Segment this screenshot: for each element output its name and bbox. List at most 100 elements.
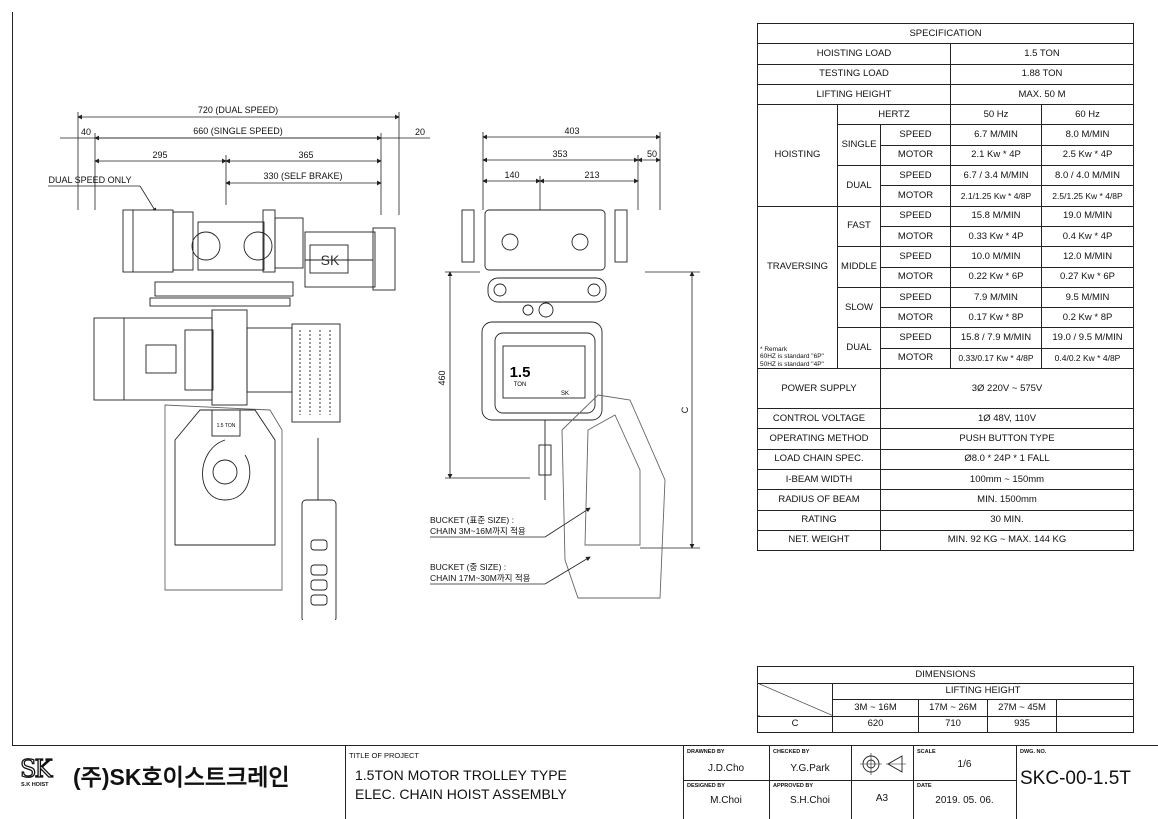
trav-middle-label: MIDDLE: [837, 246, 881, 288]
remark-line: 60HZ is standard "6P": [760, 353, 824, 361]
frame-left-border: [12, 12, 13, 745]
cell-label: MOTOR: [880, 185, 951, 207]
spec-title: SPECIFICATION: [756, 22, 1135, 45]
cell-value: 2.1 Kw * 4P: [950, 144, 1042, 167]
power-supply-label: POWER SUPPLY: [757, 368, 881, 410]
bucket-leaders: [430, 507, 591, 585]
cell-value: 2.1/1.25 Kw * 4/8P: [950, 185, 1042, 207]
dim-40: 40: [81, 127, 91, 137]
assembly-drawing: 720 (DUAL SPEED) 660 (SINGLE SPEED) 40 2…: [48, 105, 700, 620]
cell-label: SPEED: [880, 286, 951, 309]
c-value: 935: [987, 715, 1057, 733]
cell-value: 0.4/0.2 Kw * 4/8P: [1040, 347, 1135, 370]
cell-value: 8.0 M/MIN: [1040, 124, 1135, 146]
dwg-no: SKC-00-1.5T: [1020, 768, 1131, 789]
dual-speed-note: DUAL SPEED ONLY: [48, 175, 131, 185]
dimensions-title: DIMENSIONS: [756, 666, 1135, 684]
side-view-dim-text: 720 (DUAL SPEED) 660 (SINGLE SPEED) 40 2…: [48, 105, 425, 185]
cell-value: 6.7 M/MIN: [950, 124, 1042, 146]
frame-bottom-border: [12, 745, 1158, 746]
hoisting-load-value: 1.5 TON: [949, 43, 1135, 65]
hertz-60: 60 Hz: [1040, 104, 1135, 126]
remark-line: 50HZ is standard "4P": [760, 360, 824, 368]
cell-value: 0.33 Kw * 4P: [950, 225, 1042, 248]
hoist-single-label: SINGLE: [837, 124, 881, 167]
ibeam-label: I-BEAM WIDTH: [757, 468, 881, 491]
remark-note: * Remark 60HZ is standard "6P" 50HZ is s…: [757, 327, 838, 369]
logo-letters: SK: [19, 755, 53, 783]
company-logo-icon: SK: [19, 755, 66, 783]
lifting-height-header: LIFTING HEIGHT: [831, 682, 1135, 700]
cell-value: 0.22 Kw * 6P: [950, 266, 1042, 288]
cell-value: 19.0 M/MIN: [1040, 205, 1135, 227]
cell-value: 12.0 M/MIN: [1040, 246, 1135, 268]
bucket-mid-line1: BUCKET (중 SIZE) :: [430, 562, 506, 572]
cell-label: SPEED: [880, 246, 951, 268]
cell-value: 0.33/0.17 Kw * 4/8P: [950, 347, 1042, 370]
hoisting-label: HOISTING: [757, 104, 838, 207]
cell-value: 2.5/1.25 Kw * 4/8P: [1040, 185, 1135, 207]
dim-353: 353: [552, 149, 567, 159]
power-supply-value: 3Ø 220V ~ 575V: [879, 368, 1135, 410]
traversing-label: TRAVERSING: [757, 205, 838, 328]
drawn-by-label: DRAWNED BY: [687, 749, 725, 755]
approved-by-label: APPROVED BY: [773, 783, 814, 789]
front-view-dim-text: 403 353 50 140 213 460 C: [437, 126, 690, 413]
logo-subtitle: S.K HOIST: [21, 782, 49, 788]
projection-symbol-icon: [860, 753, 906, 775]
hertz-label: HERTZ: [837, 104, 951, 126]
trav-dual-label: DUAL: [837, 327, 881, 370]
cell-label: SPEED: [880, 165, 951, 187]
cell-value: 15.8 M/MIN: [950, 205, 1042, 227]
lifting-height-label: LIFTING HEIGHT: [757, 83, 951, 106]
net-weight-label: NET. WEIGHT: [757, 529, 881, 552]
hoisting-load-label: HOISTING LOAD: [757, 43, 951, 65]
cell-label: SPEED: [880, 327, 951, 349]
dimensions-table: DIMENSIONS LIFTING HEIGHT 3M ~ 16M 17M ~…: [756, 666, 1135, 733]
dim-50: 50: [647, 149, 657, 159]
bucket-std-line1: BUCKET (표준 SIZE) :: [430, 515, 514, 525]
cell-value: 2.5 Kw * 4P: [1040, 144, 1135, 167]
front-view-hoist: [461, 209, 666, 599]
empty-cell: [1055, 699, 1135, 717]
cell-value: 0.27 Kw * 6P: [1040, 266, 1135, 288]
checked-by: Y.G.Park: [790, 763, 830, 774]
c-value: 710: [918, 715, 988, 733]
side-view-hoist: [93, 209, 396, 620]
cell-value: 6.7 / 3.4 M/MIN: [950, 165, 1042, 187]
c-row-label: C: [757, 715, 833, 733]
operating-method-label: OPERATING METHOD: [757, 428, 881, 450]
designed-by: M.Choi: [710, 795, 742, 806]
range-header: 17M ~ 26M: [918, 699, 988, 717]
dim-213: 213: [584, 170, 599, 180]
nameplate-brand: SK: [561, 391, 569, 397]
empty-cell: [1055, 715, 1135, 733]
dim-20: 20: [415, 127, 425, 137]
cell-value: 10.0 M/MIN: [950, 246, 1042, 268]
scale-value: 1/6: [957, 759, 972, 770]
hoist-dual-label: DUAL: [837, 165, 881, 207]
rating-value: 30 MIN.: [879, 509, 1135, 531]
nameplate-unit: TON: [514, 382, 527, 388]
front-view-dimensions: [445, 132, 700, 549]
operating-method-value: PUSH BUTTON TYPE: [879, 428, 1135, 450]
drawn-by: J.D.Cho: [707, 763, 745, 774]
dim-460: 460: [437, 370, 447, 385]
rating-label: RATING: [757, 509, 881, 531]
date-label: DATE: [917, 783, 932, 789]
dim-403: 403: [564, 126, 579, 136]
remark-line: * Remark: [760, 345, 788, 353]
dim-660: 660 (SINGLE SPEED): [193, 126, 283, 136]
dim-365: 365: [298, 150, 313, 160]
control-voltage-label: CONTROL VOLTAGE: [757, 408, 881, 430]
trav-fast-label: FAST: [837, 205, 881, 248]
dim-c: C: [680, 406, 690, 413]
cell-value: 0.17 Kw * 8P: [950, 307, 1042, 329]
dim-330: 330 (SELF BRAKE): [263, 171, 342, 181]
cell-value: 8.0 / 4.0 M/MIN: [1040, 165, 1135, 187]
net-weight-value: MIN. 92 KG ~ MAX. 144 KG: [879, 529, 1135, 552]
cell-label: SPEED: [880, 124, 951, 146]
motor-logo: SK: [321, 252, 340, 268]
checked-by-label: CHECKED BY: [773, 749, 810, 755]
